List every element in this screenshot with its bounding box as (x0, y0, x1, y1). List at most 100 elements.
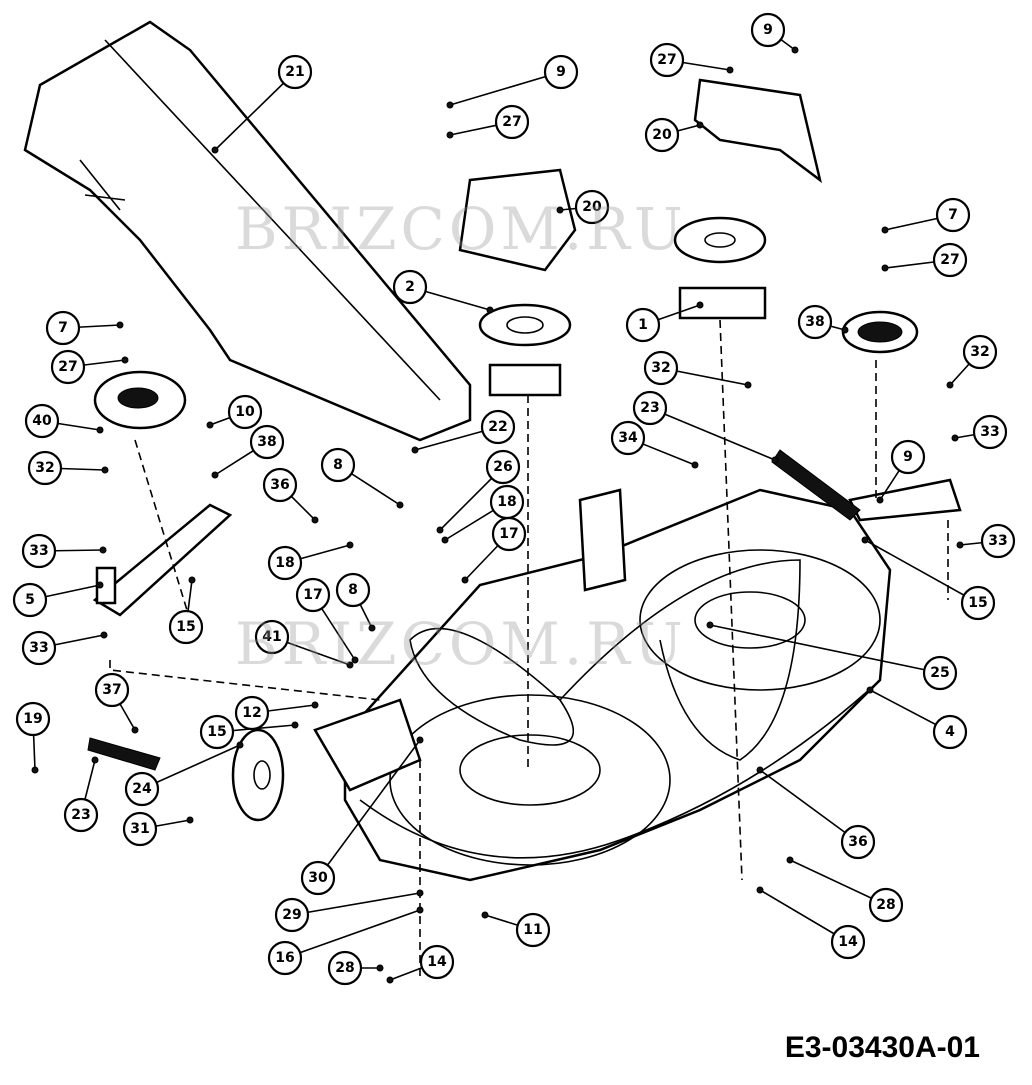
part-marker (416, 906, 424, 914)
belt-cover-20 (458, 168, 577, 272)
callout-label: 15 (176, 619, 195, 635)
callout-32: 32 (962, 334, 998, 370)
part-marker (311, 516, 319, 524)
part-marker (446, 101, 454, 109)
part-marker (756, 886, 764, 894)
part-marker (311, 701, 319, 709)
part-marker (446, 131, 454, 139)
callout-22: 22 (480, 409, 516, 445)
callout-label: 31 (130, 821, 149, 837)
callout-18: 18 (489, 484, 525, 520)
part-marker (376, 964, 384, 972)
part-marker (706, 621, 714, 629)
pulley-1 (673, 216, 767, 264)
watermark: BRIZCOM.RU (235, 610, 687, 678)
callout-label: 33 (29, 543, 48, 559)
callout-7: 7 (45, 310, 81, 346)
callout-label: 9 (763, 22, 773, 38)
callout-25: 25 (922, 655, 958, 691)
callout-label: 32 (970, 344, 989, 360)
part-marker (876, 496, 884, 504)
callout-28: 28 (868, 887, 904, 923)
callout-4: 4 (932, 714, 968, 750)
pulley-2 (478, 303, 572, 347)
part-marker (756, 766, 764, 774)
part-marker (206, 421, 214, 429)
callout-41: 41 (254, 619, 290, 655)
part-marker (696, 121, 704, 129)
callout-11: 11 (515, 912, 551, 948)
callout-leader (291, 892, 421, 916)
callout-14: 14 (830, 924, 866, 960)
callout-label: 21 (285, 64, 304, 80)
callout-26: 26 (485, 449, 521, 485)
callout-15: 15 (960, 585, 996, 621)
part-marker (791, 46, 799, 54)
callout-label: 28 (876, 897, 895, 913)
watermark: BRIZCOM.RU (235, 195, 687, 263)
callout-19: 19 (15, 701, 51, 737)
part-marker (881, 226, 889, 234)
callout-31: 31 (122, 811, 158, 847)
callout-34: 34 (610, 420, 646, 456)
callout-label: 9 (556, 64, 566, 80)
callout-33: 33 (972, 414, 1008, 450)
part-marker (99, 546, 107, 554)
callout-label: 23 (640, 400, 659, 416)
callout-36: 36 (262, 467, 298, 503)
callout-label: 7 (948, 207, 958, 223)
belt (409, 559, 801, 761)
callout-label: 32 (651, 360, 670, 376)
part-marker (416, 736, 424, 744)
callout-28: 28 (327, 950, 363, 986)
callout-label: 15 (207, 724, 226, 740)
callout-leader (789, 859, 887, 906)
callout-29: 29 (274, 897, 310, 933)
part-marker (396, 501, 404, 509)
callout-label: 12 (242, 705, 261, 721)
part-marker (101, 466, 109, 474)
callout-17: 17 (295, 577, 331, 613)
callout-10: 10 (227, 394, 263, 430)
callout-20: 20 (644, 117, 680, 153)
callout-label: 15 (968, 595, 987, 611)
callout-17: 17 (491, 516, 527, 552)
callout-18: 18 (267, 545, 303, 581)
callout-9: 9 (543, 54, 579, 90)
callout-label: 41 (262, 629, 281, 645)
part-marker (368, 624, 376, 632)
callout-33: 33 (980, 523, 1016, 559)
mower-deck (343, 488, 892, 882)
callout-5: 5 (12, 582, 48, 618)
part-marker (861, 536, 869, 544)
callout-leader (709, 624, 941, 674)
callout-label: 27 (657, 52, 676, 68)
callout-40: 40 (24, 403, 60, 439)
callout-label: 27 (502, 114, 521, 130)
part-marker (441, 536, 449, 544)
callout-32: 32 (27, 450, 63, 486)
part-marker (116, 321, 124, 329)
callout-30: 30 (300, 860, 336, 896)
callout-leader (317, 739, 421, 879)
callout-8: 8 (320, 447, 356, 483)
callout-label: 4 (945, 724, 955, 740)
callout-label: 19 (23, 711, 42, 727)
callout-label: 36 (848, 834, 867, 850)
callout-label: 7 (58, 320, 68, 336)
callout-32: 32 (643, 350, 679, 386)
part-marker (186, 816, 194, 824)
callout-7: 7 (935, 197, 971, 233)
part-marker (481, 911, 489, 919)
belt-cover-20b (693, 78, 823, 184)
callout-16: 16 (267, 940, 303, 976)
part-marker (91, 756, 99, 764)
diagram-code: E3-03430A-01 (784, 1031, 980, 1064)
part-marker (31, 766, 39, 774)
part-marker (436, 526, 444, 534)
callout-label: 26 (493, 459, 512, 475)
callout-23: 23 (63, 797, 99, 833)
part-marker (696, 301, 704, 309)
